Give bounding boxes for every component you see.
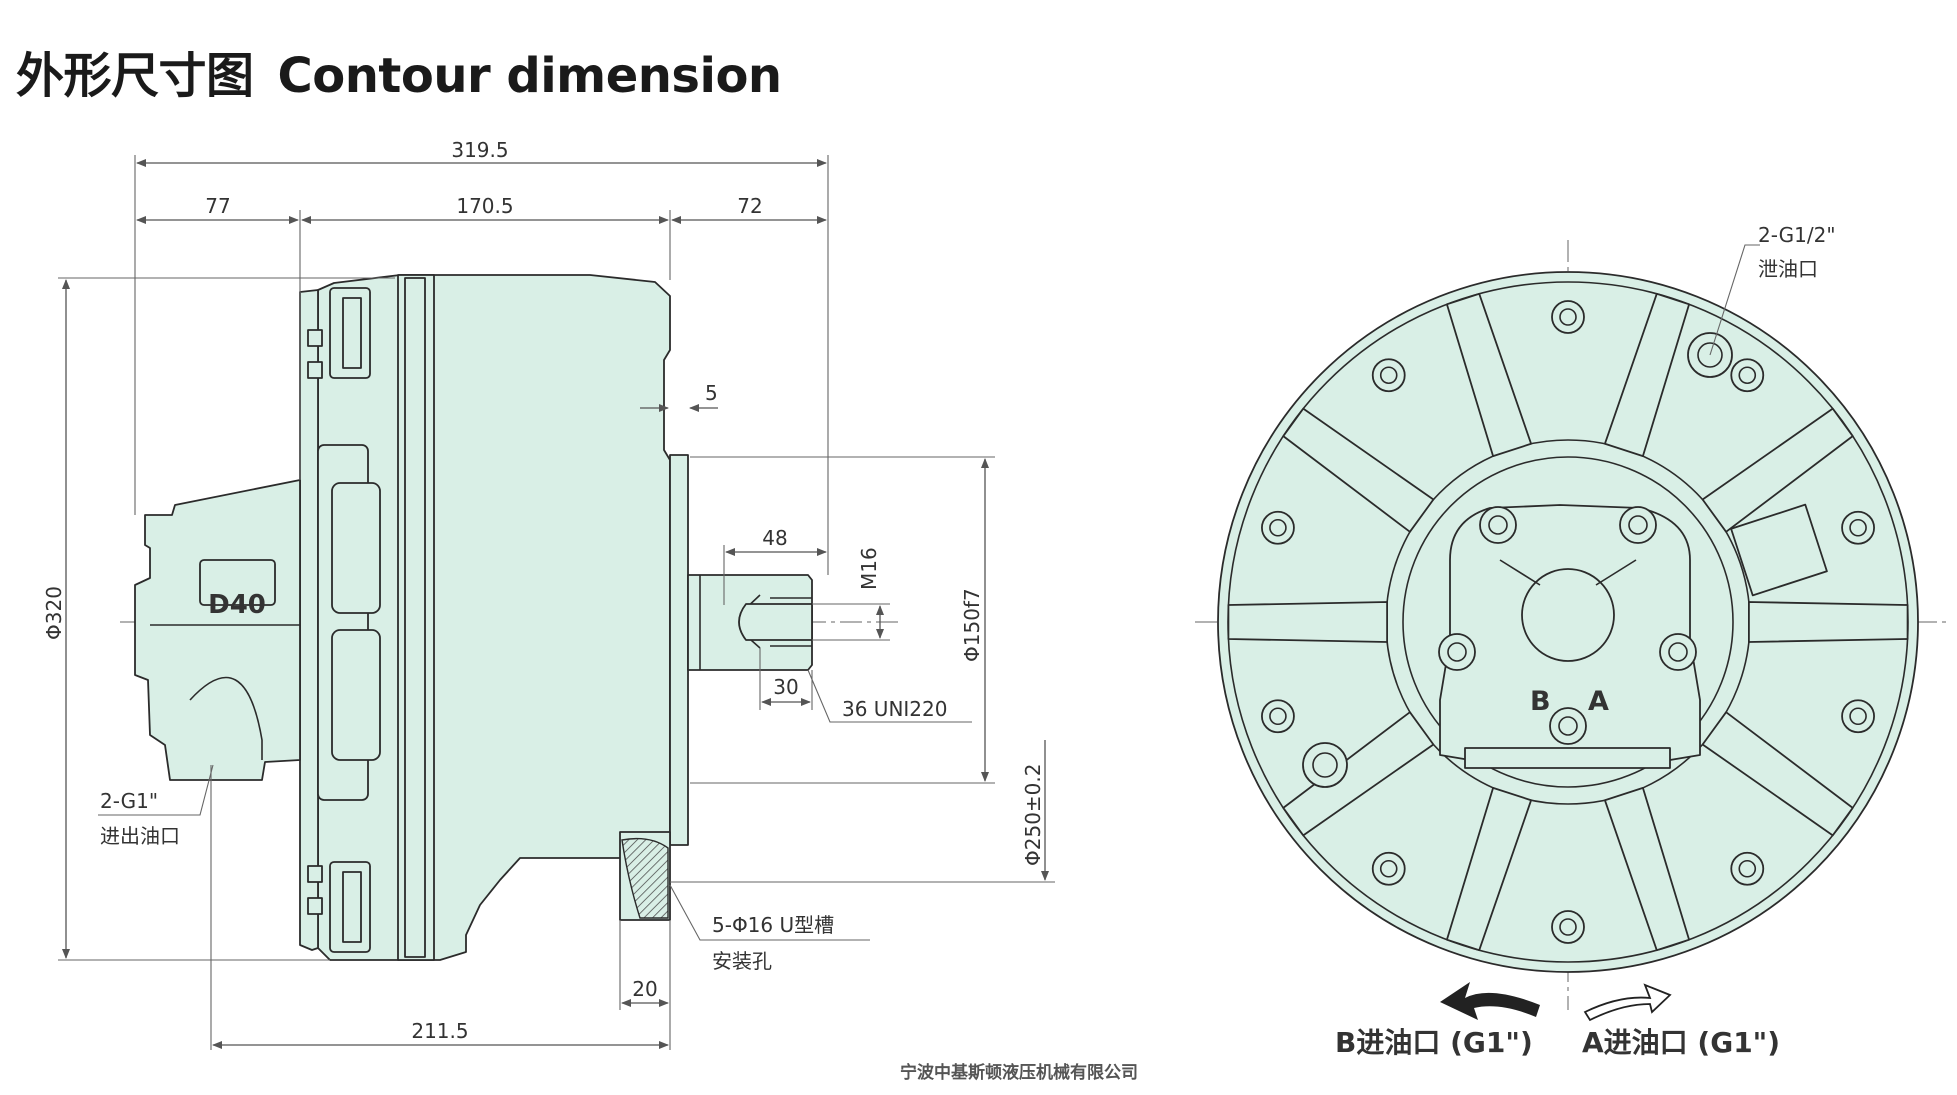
- spline-label: 36 UNI220: [842, 697, 947, 721]
- housing-flange-inner: [404, 277, 426, 958]
- port-name: 进出油口: [100, 824, 180, 848]
- outer-bolt: [1261, 699, 1295, 734]
- rear-cover: [299, 289, 319, 951]
- valve-bolt: [1659, 633, 1697, 671]
- valve-channel: [1595, 559, 1637, 586]
- title-en: Contour dimension: [277, 48, 783, 104]
- radial-rib: [1603, 292, 1690, 458]
- port-code: 2-G1": [100, 789, 158, 813]
- drain-name: 泄油口: [1758, 257, 1818, 281]
- outer-bolts: [1261, 300, 1875, 944]
- front-inner-ring-2: [1402, 456, 1734, 788]
- valve-label: D40: [208, 590, 266, 620]
- drain-leader: [1709, 244, 1760, 356]
- drain-port-inner: [1697, 342, 1723, 368]
- cover-bolt: [307, 865, 323, 883]
- outer-bolt: [1551, 300, 1585, 334]
- valve-channel: [1499, 559, 1541, 586]
- valve-bolt: [1479, 506, 1517, 544]
- mount-code: 5-Φ16 U型槽: [712, 913, 834, 937]
- central-shaft-bore: [1521, 568, 1615, 662]
- dim-phi320-label: Φ320: [42, 586, 66, 640]
- a-inlet-label: A进油口 (G1"): [1582, 1026, 1780, 1059]
- valve-block: [134, 479, 301, 781]
- mounting-slot-section: [621, 837, 669, 919]
- dim-48-label: 48: [762, 526, 787, 550]
- radial-rib: [1227, 601, 1388, 643]
- radial-rib: [1446, 292, 1533, 458]
- outer-bolt: [1730, 851, 1765, 886]
- drain-port-inner: [1312, 752, 1338, 778]
- radial-rib: [1282, 407, 1435, 533]
- dim-72-label: 72: [737, 194, 762, 218]
- outer-bolt: [1371, 851, 1406, 886]
- outer-bolt: [1551, 910, 1585, 944]
- shaft-thread-hole: [738, 603, 813, 641]
- outer-bolt: [1371, 358, 1406, 393]
- radial-rib: [1603, 786, 1690, 952]
- dim-5-label: 5: [705, 381, 718, 405]
- dim-170-5-label: 170.5: [456, 194, 513, 218]
- drain-code: 2-G1/2": [1758, 223, 1836, 247]
- valve-port-curve: [189, 676, 263, 760]
- valve-bolt: [1619, 506, 1657, 544]
- port-leader: [98, 764, 214, 816]
- radial-rib: [1446, 786, 1533, 952]
- radial-rib: [1748, 601, 1909, 643]
- cover-bolt: [307, 361, 323, 379]
- outer-bolt: [1730, 358, 1765, 393]
- mount-leader: [669, 884, 870, 941]
- cover-bolt: [307, 897, 323, 915]
- square-boss: [1730, 503, 1828, 597]
- motor-housing: [317, 274, 671, 961]
- dim-211-5-label: 211.5: [411, 1019, 468, 1043]
- radial-rib: [1701, 711, 1854, 837]
- dim-30-label: 30: [773, 675, 798, 699]
- radial-rib: [1701, 407, 1854, 533]
- drain-port: [1302, 742, 1348, 788]
- dim-m16-label: M16: [857, 547, 881, 590]
- distributor-port: [331, 482, 381, 614]
- mounting-flange-face: [669, 454, 689, 846]
- valve-label-plate: [199, 559, 276, 606]
- b-inlet-label: B进油口 (G1"): [1335, 1026, 1533, 1059]
- outer-bolt: [1261, 510, 1295, 545]
- cover-bolt: [307, 329, 323, 347]
- port-b-label: B: [1530, 686, 1551, 717]
- outer-bolt: [1841, 699, 1875, 734]
- valve-bolt: [1438, 633, 1476, 671]
- port-a-label: A: [1588, 686, 1609, 717]
- rear-cover-lug-inner: [342, 871, 362, 943]
- page-title: 外形尺寸图 Contour dimension: [16, 36, 782, 106]
- title-cn: 外形尺寸图: [16, 48, 254, 104]
- mount-name: 安装孔: [712, 949, 772, 973]
- valve-bolt: [1549, 707, 1587, 745]
- dim-overall-length-label: 319.5: [451, 138, 508, 162]
- company-footer: 宁波中基斯顿液压机械有限公司: [900, 1063, 1138, 1083]
- front-view: 2-G1/2" 泄油口 B A B进油口 (G1") A进油口 (G1"): [1195, 223, 1950, 1059]
- valve-base-plate: [1464, 747, 1671, 769]
- dim-77-label: 77: [205, 194, 230, 218]
- distributor-port: [331, 629, 381, 761]
- radial-rib: [1282, 711, 1435, 837]
- spline-leader: [807, 669, 972, 723]
- rotation-arrow-b-icon: [1440, 982, 1540, 1020]
- dim-phi250-label: Φ250±0.2: [1021, 764, 1045, 866]
- outer-bolt: [1841, 510, 1875, 545]
- rear-cover-lug-inner: [342, 297, 362, 369]
- radial-ribs: [1227, 292, 1909, 952]
- side-view: D40 319.5 77 170.5 72 5 48: [42, 138, 1055, 1050]
- dim-20-label: 20: [632, 977, 657, 1001]
- dim-phi150-label: Φ150f7: [960, 588, 984, 662]
- rotation-arrow-a-icon: [1583, 983, 1672, 1022]
